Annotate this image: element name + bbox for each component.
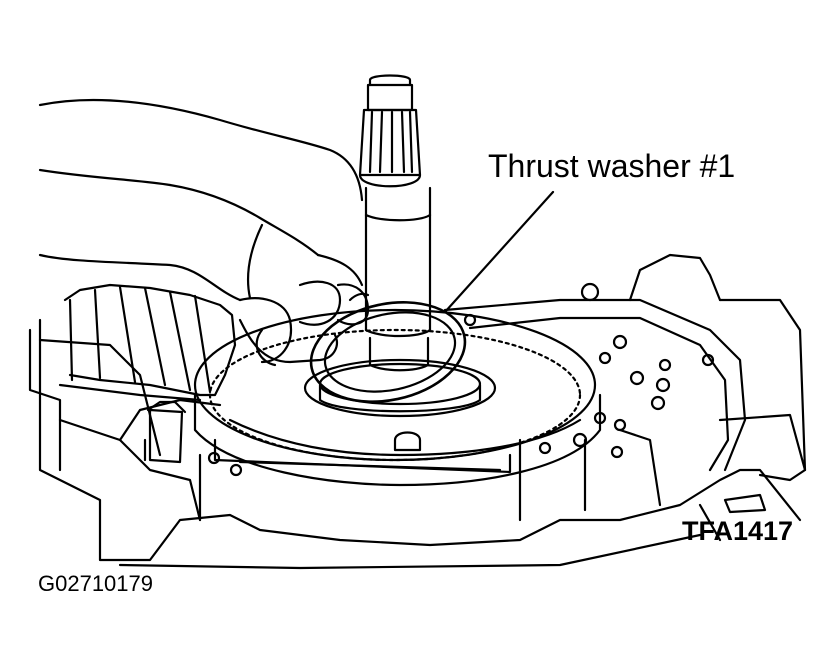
callout-leader-line — [443, 190, 555, 314]
flange-bolt-holes — [207, 282, 715, 477]
transmission-case — [28, 253, 807, 570]
input-shaft — [358, 74, 432, 372]
callout-label: Thrust washer #1 — [488, 148, 735, 184]
technician-hand — [38, 98, 370, 367]
drive-gear — [58, 283, 237, 402]
ring-gear — [193, 308, 602, 487]
figure-code: TFA1417 — [682, 516, 793, 546]
case-bolts — [143, 400, 187, 464]
graphic-id: G02710179 — [38, 571, 153, 596]
thrust-washer — [309, 301, 467, 403]
